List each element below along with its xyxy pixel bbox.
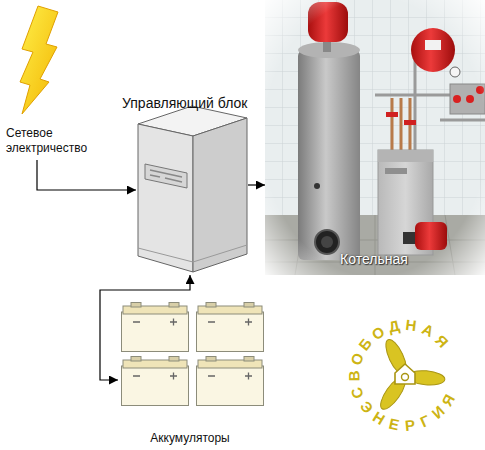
lightning-symbol [20,6,58,114]
control-cabinet [138,106,247,272]
boiler-room: Котельная [265,0,485,275]
logo-letter: Г [418,412,432,429]
boiler-room-photo [265,0,485,275]
logo-letter: В [346,371,361,382]
logo-word: ЭНЕРГИЯ [335,306,475,446]
logo-letter: И [429,403,447,421]
node-label: Управляющий блок [122,95,262,113]
battery-cells [122,303,264,406]
node-label: Аккумуляторы [112,431,268,446]
logo-letter: С [348,386,366,401]
logo-letter: Д [387,318,401,335]
logo-letter: О [348,351,366,367]
connector-arrow [248,184,265,185]
battery-cells [122,357,189,406]
node-label: Сетевое электричество [6,126,94,156]
control-cabinet [193,118,247,272]
logo-emblem [376,337,445,413]
control-unit: Управляющий блок [136,93,248,275]
logo-emblem [395,364,415,384]
control-cabinet [145,164,187,188]
control-cabinet [150,170,182,182]
connector-arrow [37,160,136,190]
logo-letter: Б [356,335,374,353]
control-cabinet [138,245,247,262]
logo-letter: Я [439,391,457,408]
logo-letter: Р [404,417,415,433]
logo-letter: Н [405,317,418,333]
battery-cells [197,303,264,352]
logo-letter: Е [387,415,400,432]
node-label: Котельная [340,251,450,269]
lightning-symbol [20,6,58,114]
logo-letter: Н [371,409,388,427]
logo-letter: О [369,323,387,342]
logo-emblem [402,374,409,381]
battery-cells [122,303,189,352]
logo-letter: А [420,321,436,339]
battery-cells [197,357,264,406]
connector-arrow [100,275,190,380]
source-node: Сетевое электричество [4,4,96,160]
battery-bank: Аккумуляторы [118,298,274,448]
logo-letter: Я [433,331,451,349]
boiler-room-photo [265,0,485,275]
